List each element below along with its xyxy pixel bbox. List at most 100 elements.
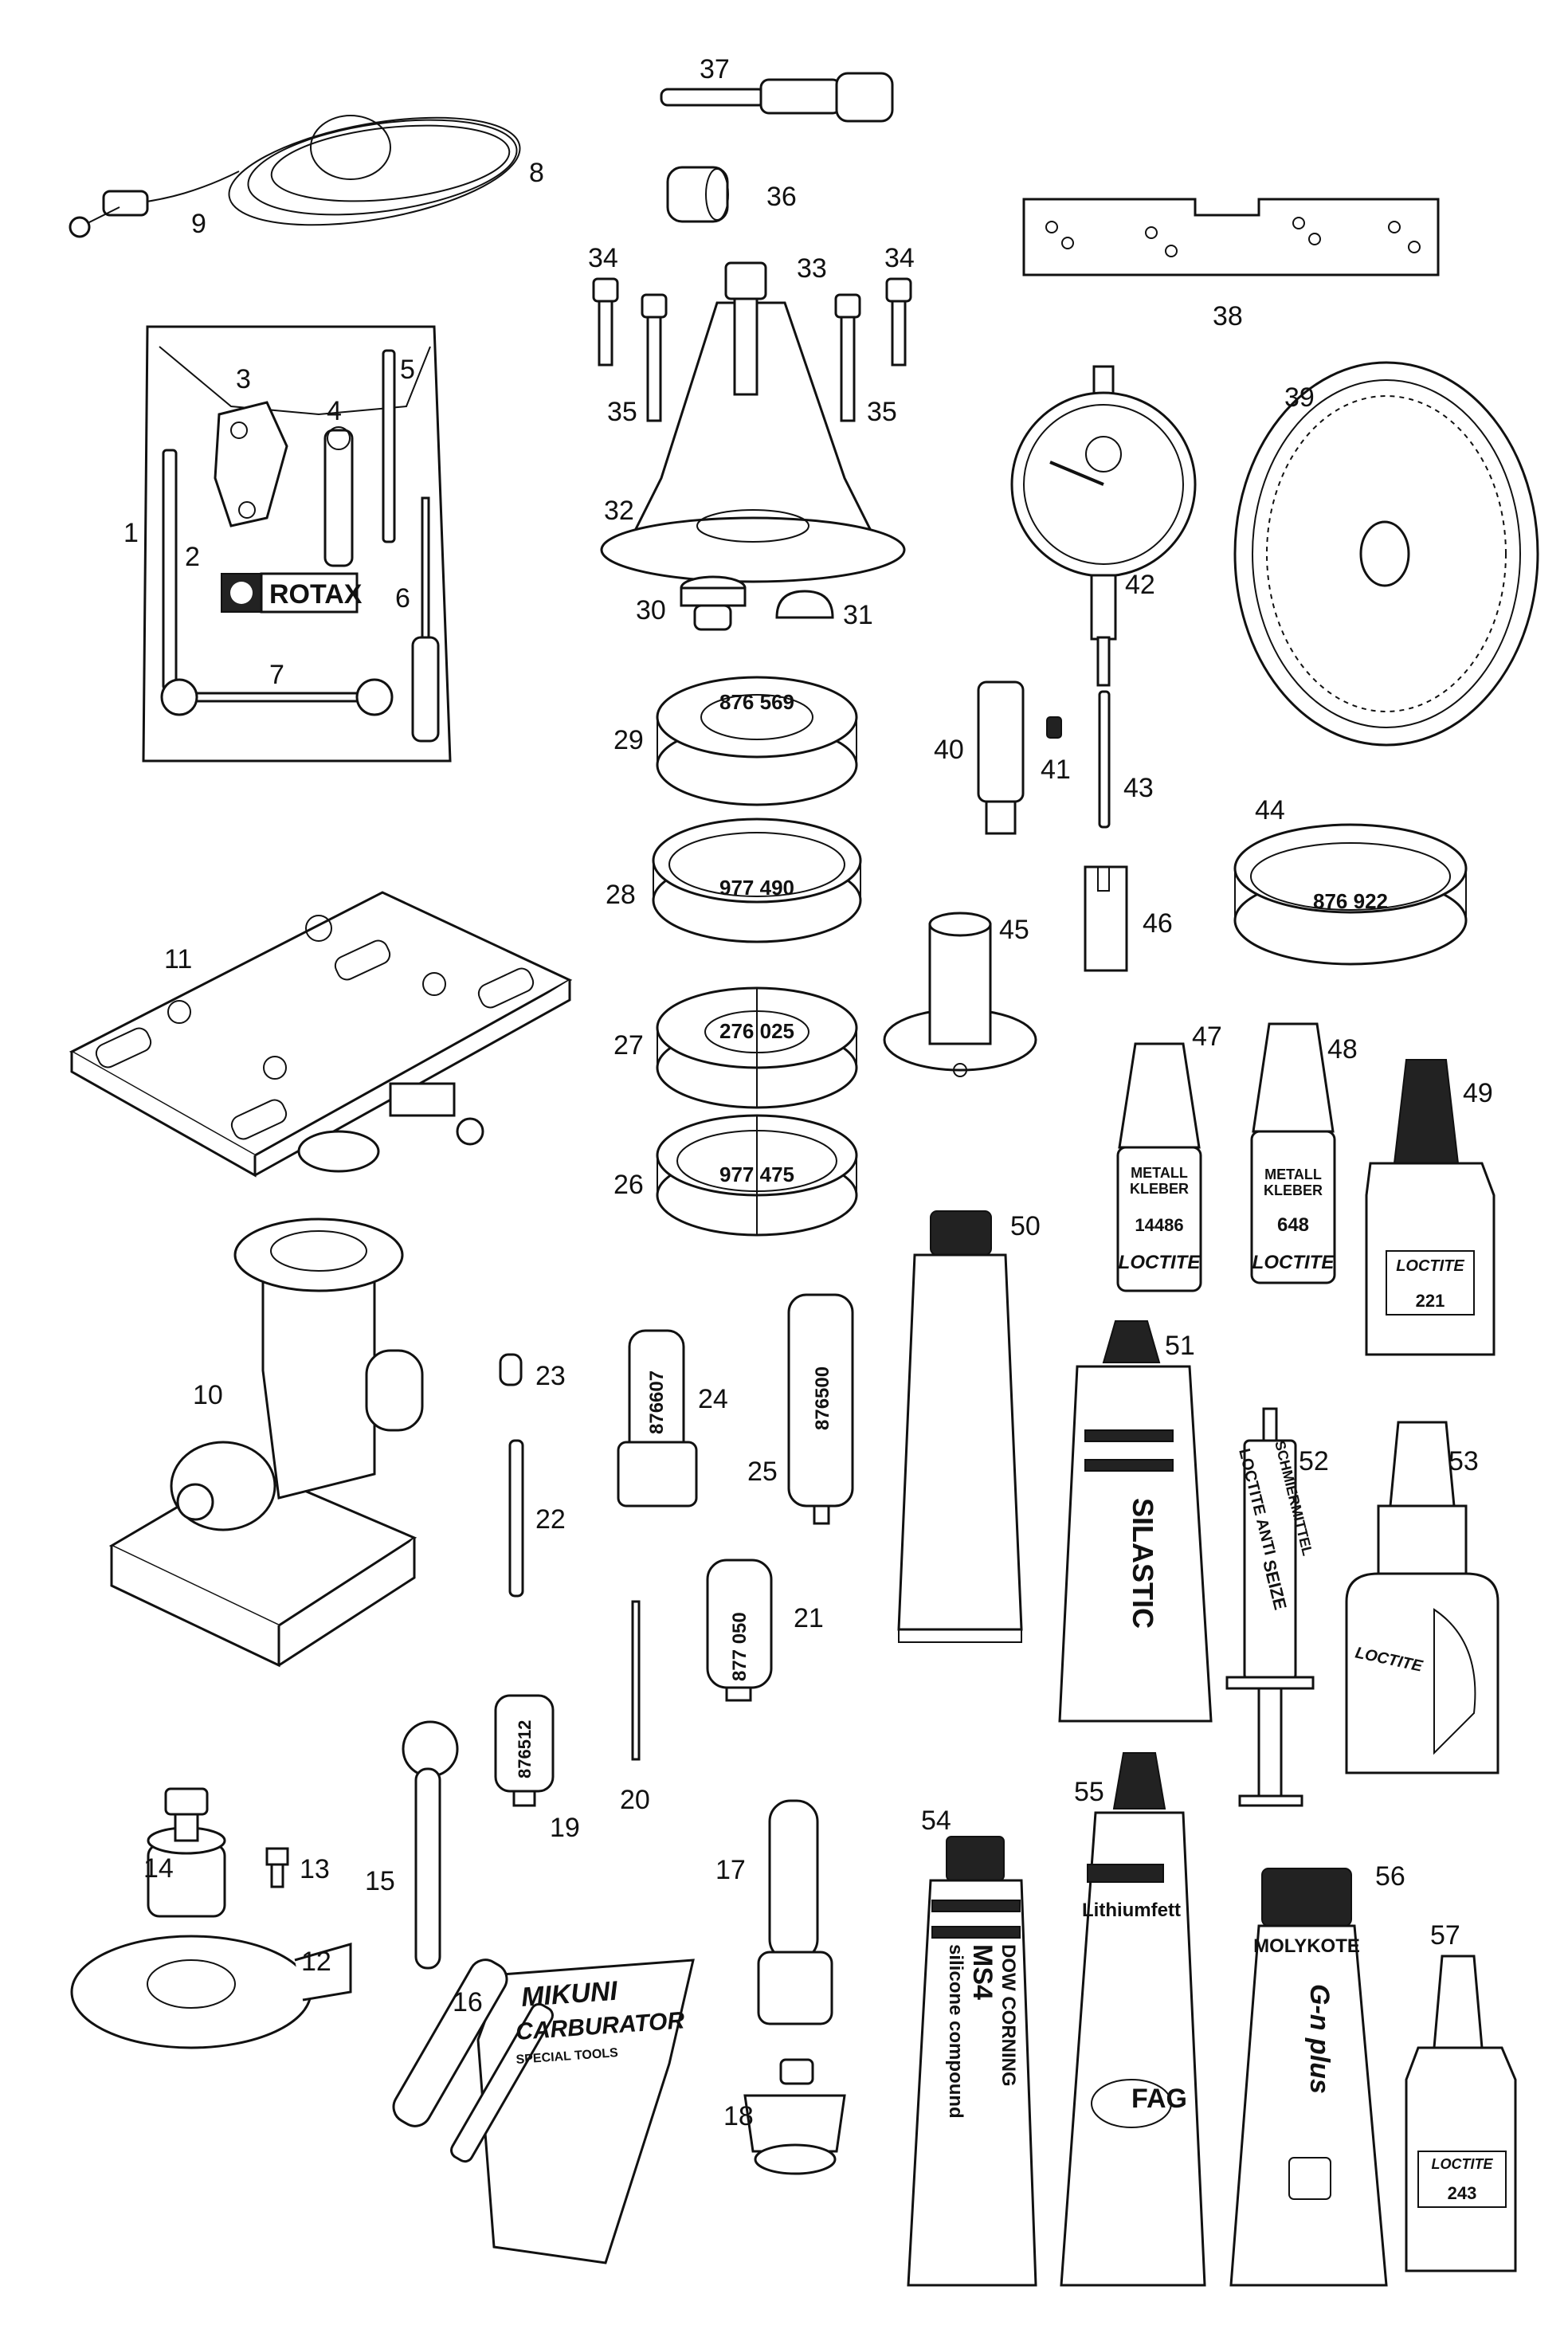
part-56-molykote-tube: MOLYKOTE G-n plus bbox=[1229, 1868, 1388, 2287]
part-15-spanner bbox=[402, 1720, 459, 1970]
bottle-57-brand: LOCTITE bbox=[1432, 2156, 1494, 2172]
label-33: 33 bbox=[797, 253, 827, 284]
part-46-gauge-plate bbox=[1084, 865, 1128, 972]
silicone-text: silicone compound bbox=[945, 1944, 966, 2119]
ring-26-code: 977 475 bbox=[719, 1163, 794, 1186]
label-13: 13 bbox=[300, 1854, 330, 1884]
label-9: 9 bbox=[191, 209, 206, 239]
lithium-text: Lithiumfett bbox=[1082, 1900, 1181, 1921]
part-35-bolt-right bbox=[834, 293, 861, 422]
part-7-wrench bbox=[160, 678, 394, 716]
part-13-bolt bbox=[265, 1847, 289, 1888]
part-10-stand bbox=[108, 1217, 424, 1668]
part-34-bolt-right bbox=[885, 277, 912, 367]
pin-19-code: 876512 bbox=[515, 1720, 535, 1778]
label-5: 5 bbox=[400, 355, 415, 385]
part-3-nut-driver bbox=[214, 401, 288, 527]
part-40-adapter bbox=[977, 680, 1025, 835]
part-38-plate bbox=[1022, 198, 1440, 276]
gnplus-text: G-n plus bbox=[1304, 1984, 1335, 2094]
bottle-47-brand: LOCTITE bbox=[1119, 1252, 1201, 1273]
label-27: 27 bbox=[613, 1030, 644, 1061]
label-34-left: 34 bbox=[588, 243, 618, 273]
part-5-rod bbox=[382, 349, 396, 543]
label-37: 37 bbox=[700, 54, 730, 84]
label-50: 50 bbox=[1010, 1211, 1041, 1241]
label-35-left: 35 bbox=[607, 397, 637, 427]
part-36-nut bbox=[666, 166, 729, 223]
part-43-probe bbox=[1098, 690, 1111, 829]
label-49: 49 bbox=[1463, 1078, 1493, 1108]
label-2: 2 bbox=[185, 542, 200, 572]
label-15: 15 bbox=[365, 1866, 395, 1896]
bottle-57-code: 243 bbox=[1448, 2183, 1477, 2203]
part-17-handle bbox=[757, 1799, 833, 2025]
label-1: 1 bbox=[123, 518, 139, 548]
label-40: 40 bbox=[934, 735, 964, 765]
part-48-loctite-bottle: METALL KLEBER 648 LOCTITE bbox=[1250, 1022, 1336, 1284]
label-18: 18 bbox=[723, 2101, 754, 2131]
part-14-puller bbox=[147, 1787, 226, 1918]
part-23-pin bbox=[499, 1353, 523, 1386]
label-19: 19 bbox=[550, 1813, 580, 1843]
part-27-ring: 276 025 bbox=[656, 986, 858, 1109]
part-47-loctite-bottle: METALL KLEBER 14486 LOCTITE bbox=[1116, 1042, 1202, 1292]
label-14: 14 bbox=[143, 1853, 174, 1884]
label-12: 12 bbox=[301, 1947, 331, 1977]
silastic-text: SILASTIC bbox=[1127, 1498, 1159, 1629]
ring-29-code: 876 569 bbox=[719, 690, 794, 714]
part-52-syringe: LOCTITE ANTI SEIZE SCHMIERMITTEL bbox=[1225, 1407, 1315, 1807]
label-46: 46 bbox=[1143, 908, 1173, 939]
part-11-plate bbox=[69, 891, 573, 1178]
part-35-bolt-left bbox=[641, 293, 668, 422]
bottle-48-kleber: KLEBER bbox=[1264, 1182, 1323, 1198]
part-29-ring: 876 569 bbox=[656, 676, 858, 806]
label-53: 53 bbox=[1448, 1446, 1479, 1476]
part-24-drift: 876607 bbox=[617, 1329, 698, 1508]
part-21-drift: 877 050 bbox=[706, 1559, 773, 1702]
molykote-text: MOLYKOTE bbox=[1253, 1935, 1360, 1957]
label-38: 38 bbox=[1213, 301, 1243, 331]
label-6: 6 bbox=[395, 583, 410, 614]
label-16: 16 bbox=[453, 1987, 483, 2017]
part-33-bolt bbox=[724, 261, 767, 396]
part-32-puller-base bbox=[600, 301, 906, 583]
label-57: 57 bbox=[1430, 1920, 1460, 1951]
part-12-holder bbox=[70, 1935, 352, 2049]
label-56: 56 bbox=[1375, 1861, 1405, 1892]
pin-24-code: 876607 bbox=[646, 1370, 668, 1434]
part-16-mikuni-kit: MIKUNI CARBURATOR SPECIAL TOOLS bbox=[392, 1959, 695, 2264]
label-7: 7 bbox=[269, 660, 284, 690]
label-36: 36 bbox=[766, 182, 797, 212]
label-21: 21 bbox=[794, 1603, 824, 1633]
label-34-right: 34 bbox=[884, 243, 915, 273]
part-22-pin bbox=[508, 1439, 524, 1598]
fag-text: FAG bbox=[1131, 2084, 1187, 2114]
part-54-dow-tube: DOW CORNING MS4 silicone compound bbox=[907, 1836, 1037, 2287]
part-18-insert bbox=[743, 2058, 846, 2175]
bottle-47-kleber: KLEBER bbox=[1130, 1181, 1189, 1197]
label-45: 45 bbox=[999, 915, 1029, 945]
part-51-silastic-tube: SILASTIC bbox=[1058, 1320, 1213, 1723]
ring-44-code: 876 922 bbox=[1313, 889, 1388, 913]
label-26: 26 bbox=[613, 1170, 644, 1200]
label-8: 8 bbox=[529, 158, 544, 188]
label-35-right: 35 bbox=[867, 397, 897, 427]
rotax-logo: ROTAX bbox=[221, 572, 363, 614]
part-39-disc bbox=[1233, 361, 1539, 747]
part-57-loctite-bottle: LOCTITE 243 bbox=[1405, 1955, 1517, 2272]
label-48: 48 bbox=[1327, 1034, 1358, 1065]
bottle-48-code: 648 bbox=[1277, 1214, 1309, 1236]
part-30-plug bbox=[680, 575, 747, 631]
label-11: 11 bbox=[164, 944, 192, 974]
part-20-pin bbox=[631, 1600, 641, 1761]
part-31-cap bbox=[775, 590, 834, 619]
label-28: 28 bbox=[606, 880, 636, 910]
label-41: 41 bbox=[1041, 755, 1071, 785]
label-42: 42 bbox=[1125, 570, 1155, 600]
label-47: 47 bbox=[1192, 1021, 1222, 1052]
part-50-tube bbox=[897, 1210, 1023, 1643]
part-34-bolt-left bbox=[592, 277, 619, 367]
label-51: 51 bbox=[1165, 1331, 1195, 1361]
part-6-screwdriver bbox=[411, 496, 440, 743]
